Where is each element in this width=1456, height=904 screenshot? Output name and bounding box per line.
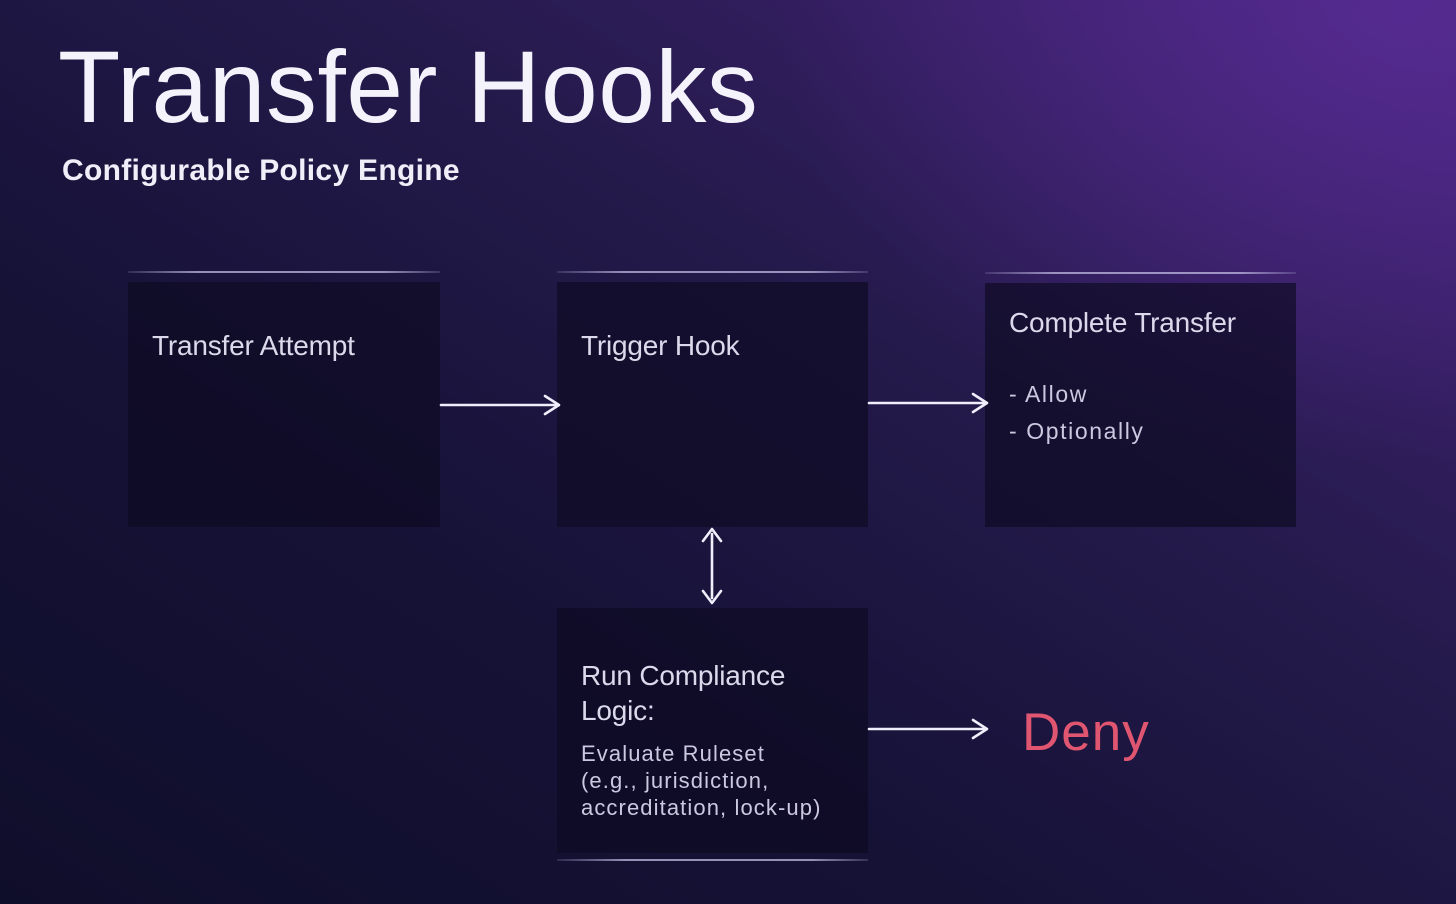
node-title: Complete Transfer: [1009, 307, 1236, 338]
node-run-compliance-logic: Run Compliance Logic: Evaluate Ruleset (…: [557, 608, 868, 853]
arrow-trigger-hook-to-complete-transfer: [867, 392, 989, 414]
body-line: Evaluate Ruleset: [581, 741, 765, 766]
node-transfer-attempt: Transfer Attempt: [128, 282, 440, 527]
deny-label: Deny: [1022, 703, 1150, 762]
node-title: Trigger Hook: [581, 330, 740, 361]
list-item: - Optionally: [1009, 418, 1145, 444]
node-list: - Allow - Optionally: [1009, 376, 1272, 450]
page-title: Transfer Hooks: [58, 30, 759, 144]
body-line: (e.g., jurisdiction,: [581, 768, 770, 793]
node-body: Evaluate Ruleset (e.g., jurisdiction, ac…: [581, 740, 844, 821]
arrow-transfer-attempt-to-trigger-hook: [439, 394, 561, 416]
page-subtitle: Configurable Policy Engine: [62, 154, 460, 187]
double-arrow-trigger-hook-to-run-compliance: [701, 527, 723, 605]
node-trigger-hook: Trigger Hook: [557, 282, 868, 527]
node-title: Transfer Attempt: [152, 330, 355, 361]
node-complete-transfer: Complete Transfer - Allow - Optionally: [985, 283, 1296, 527]
node-title: Run Compliance Logic:: [581, 660, 786, 726]
accent-line-run-compliance: [557, 859, 868, 861]
list-item: - Allow: [1009, 381, 1088, 407]
accent-line-complete-transfer: [985, 272, 1296, 274]
body-line: accreditation, lock-up): [581, 795, 822, 820]
arrow-run-compliance-to-deny: [867, 718, 989, 740]
accent-line-transfer-attempt: [128, 271, 440, 273]
accent-line-trigger-hook: [557, 271, 868, 273]
